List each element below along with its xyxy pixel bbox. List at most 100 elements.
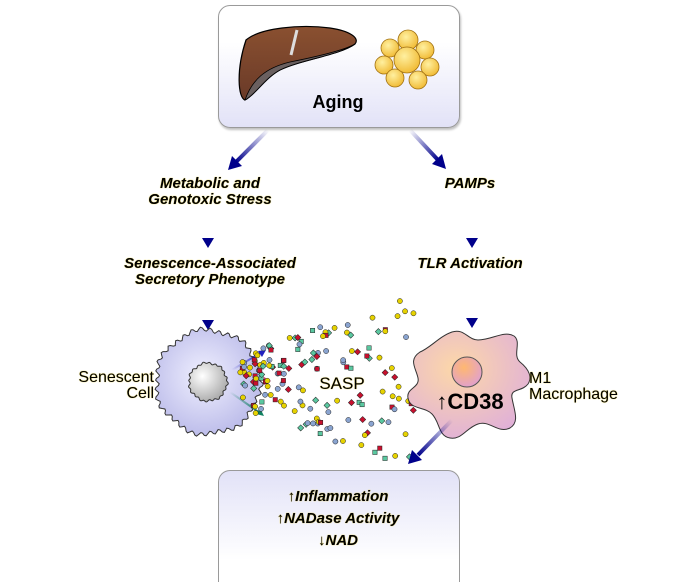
sasp-particle [388,365,395,371]
sasp-particle [382,328,389,335]
sasp-particle [332,438,339,445]
sasp-particle [348,365,354,371]
sasp-particle [241,364,247,370]
tlr-activation-label: TLR Activation [417,255,523,272]
sasp-particle [323,401,331,409]
sasp-particle [267,392,274,398]
sasp-particle [374,328,382,336]
sasp-particle [239,359,246,365]
sasp-particle [265,342,273,350]
sasp-particle [301,358,309,366]
sasp-particle [381,369,389,377]
sasp-particle [280,362,288,370]
sasp-particle [358,442,365,448]
arrow-sasp-to-senescent-cell [202,292,214,330]
sasp-particle [285,364,293,372]
sasp-particle [300,387,306,394]
sasp-particle [294,334,302,341]
sasp-particle [395,395,402,402]
sasp-particle [314,366,320,372]
aging-label: Aging [312,92,364,112]
sasp-particle [253,380,259,386]
pamps-label: PAMPs [444,175,496,192]
sasp-particle [395,383,402,390]
sasp-particle [309,349,317,357]
sasp-phenotype-line1: Senescence-Associated [124,255,296,272]
outcomes-box [218,470,460,582]
sasp-particle [297,398,304,405]
sasp-particle [295,346,301,352]
sasp-particle [320,333,326,340]
senescent-cell-label-line1: Senescent [78,369,154,386]
sasp-particle [377,445,383,451]
sasp-particle [253,375,259,382]
stress-label-line1: Metabolic and [159,175,260,192]
senescent-cell-label-line2: Cell [126,385,154,402]
sasp-particles [237,298,417,461]
sasp-particle [385,419,392,426]
arrow-macrophage-to-outcomes [408,418,454,464]
sasp-particle [252,410,259,416]
sasp-particle [403,334,409,340]
sasp-particle [264,383,271,390]
sasp-particle [345,417,352,423]
macrophage-label-line1: M1 [529,370,552,387]
sasp-particle [310,420,316,427]
sasp-particle [318,420,324,425]
sasp-particle [252,403,258,410]
sasp-particle [291,408,298,414]
sasp-particle [242,382,248,389]
sasp-particle [307,405,314,412]
sasp-particle [325,409,332,415]
sasp-particle [344,322,351,328]
sasp-particle [372,449,378,455]
sasp-particle [364,353,370,359]
sasp-particle [284,385,292,393]
sasp-phenotype-label: Senescence-Associated Secretory Phenotyp… [90,256,330,288]
macrophage-label: M1 Macrophage [529,371,639,403]
sasp-particle [286,335,293,341]
sasp-particle [366,345,372,351]
sasp-particle [347,331,355,339]
outcome-nad: ↓NAD [318,532,358,549]
sasp-particle [359,402,365,408]
sasp-particle [344,329,350,336]
sasp-particle [409,406,417,414]
outcome-inflammation: ↑Inflammation [287,488,389,505]
sasp-particle [266,357,273,363]
sasp-particle [356,391,364,399]
sasp-particle [257,368,263,374]
sasp-particle [394,313,401,319]
sasp-particle [313,353,321,360]
sasp-particle [389,393,396,400]
senescent-cell [154,326,265,437]
sasp-particle [296,341,303,348]
sasp-particle [368,420,375,427]
sasp-particle [268,347,274,353]
cd38-label: ↑CD38 [436,389,504,414]
sasp-particle [369,314,376,321]
sasp-particle [310,328,316,333]
sasp-particle [391,373,399,381]
sasp-particle [259,399,265,405]
sasp-particle [327,425,334,431]
sasp-particle [359,416,367,424]
outcome-nadase-activity: ↑NADase Activity [276,510,400,527]
sasp-particle [379,388,386,395]
sasp-particle [251,357,257,363]
sasp-particle [340,357,347,363]
outcomes-list: ↑Inflammation ↑NADase Activity ↓NAD [218,486,458,552]
sasp-particle [312,396,320,404]
sasp-particle [254,352,261,359]
sasp-particle [260,345,267,352]
sasp-particle [354,348,362,356]
sasp-particle [317,324,324,331]
sasp-particle [274,386,281,392]
sasp-particle [402,308,408,315]
sasp-particle [361,432,368,439]
sasp-particle [240,394,246,401]
sasp-particle [376,354,383,361]
sasp-particle [295,384,302,391]
